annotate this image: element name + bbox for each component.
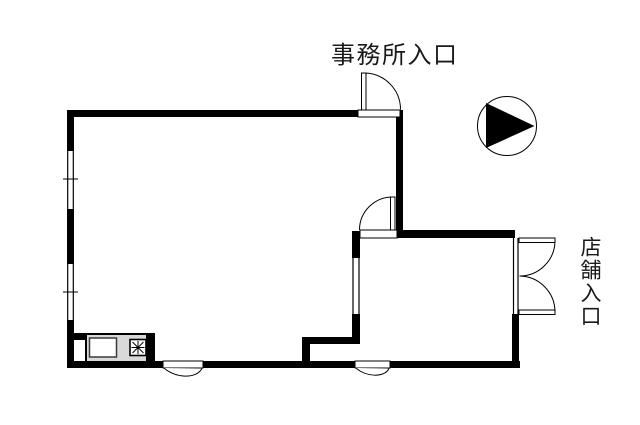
window-store-partition — [352, 258, 360, 314]
kitchen-end-wall-stub — [146, 333, 155, 363]
office-entrance-label: 事務所入口 — [331, 43, 459, 69]
kitchen-sink-icon — [88, 337, 118, 358]
walls — [67, 110, 520, 368]
store-entrance-label: 店舗入口 — [578, 236, 602, 328]
wall-store-right-lower — [512, 314, 519, 362]
kitchen-wall-connector — [74, 333, 86, 340]
window-left-upper — [63, 151, 78, 209]
wall-left-lower — [67, 320, 74, 368]
wall-store-left-lower — [352, 314, 360, 344]
bottom-door-office — [162, 360, 204, 377]
door-swing-arc — [359, 196, 393, 231]
wall-left-upper — [67, 110, 74, 151]
wall-bottom-right — [390, 361, 520, 368]
north-arrow-icon — [477, 96, 537, 156]
door-swing-arc — [163, 367, 203, 377]
door-leaf — [390, 196, 396, 231]
wall-office-right — [396, 110, 403, 231]
door-swing-arc-bottom — [519, 275, 556, 313]
door-leaf — [361, 72, 367, 111]
door-sill — [357, 109, 401, 118]
interior-door — [359, 196, 398, 239]
door-leaf-top — [518, 237, 556, 243]
office-entrance-door — [357, 72, 401, 118]
wall-bottom-left — [67, 361, 163, 368]
window-left-lower — [63, 264, 78, 320]
door-sill — [359, 229, 398, 239]
door-sill — [162, 360, 204, 369]
store-entrance-double-door — [512, 237, 556, 315]
door-swing-arc — [363, 72, 401, 110]
wall-top — [67, 110, 358, 117]
wall-step-vertical — [302, 337, 310, 368]
bottom-door-store — [354, 360, 391, 376]
wall-bottom-middle — [203, 361, 355, 368]
door-swing-arc-top — [519, 240, 556, 277]
kitchen-unit — [74, 333, 155, 363]
door-swing-arc — [355, 367, 390, 376]
door-sill — [354, 360, 391, 369]
gas-stove-icon — [129, 338, 147, 357]
wall-step-horizontal — [302, 337, 360, 344]
wall-store-left-upper — [352, 231, 360, 258]
wall-store-top — [396, 230, 515, 238]
compass-needle — [486, 103, 535, 148]
door-leaf-bottom — [518, 309, 556, 315]
wall-left-middle — [67, 209, 74, 264]
